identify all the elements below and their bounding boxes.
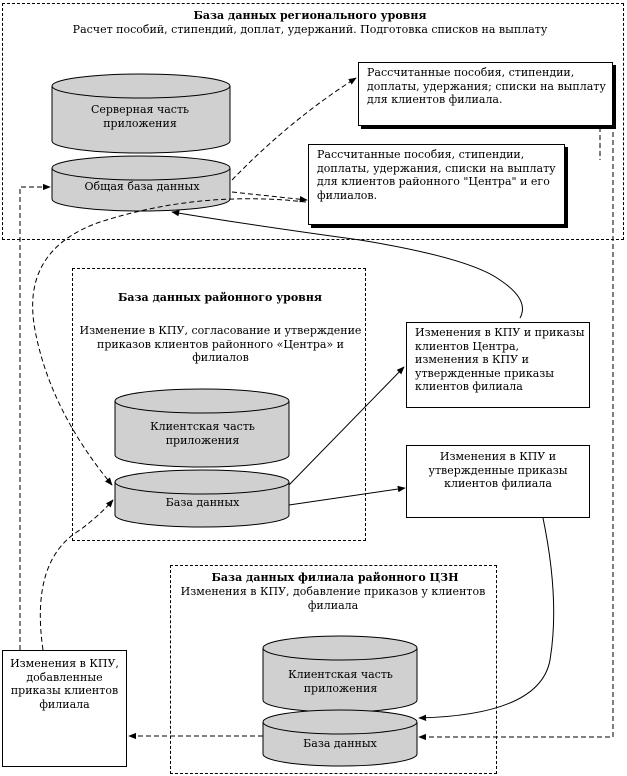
district-db-label: База данных: [165, 496, 240, 509]
filial-calc-note: Рассчитанные пособия, стипендии, доплаты…: [358, 62, 613, 126]
arrow-center-note-to-district-db: [32, 198, 307, 486]
filial-database-cylinder: [262, 709, 418, 767]
filial-subtitle: Изменения в КПУ, добавление приказов у к…: [180, 585, 486, 612]
filial-db-label: База данных: [303, 737, 377, 750]
district-title: База данных районного уровня: [117, 291, 323, 304]
regional-title: База данных регионального уровня: [193, 9, 427, 22]
arrow-bottom-note-to-district-db: [39, 499, 114, 651]
common-db-label: Общая база данных: [84, 180, 200, 193]
center-changes-note: Изменения в КПУ и приказы клиентов Центр…: [406, 322, 590, 408]
filial-client-label: Клиентская часть приложения: [288, 668, 393, 695]
server-part-cylinder: [51, 73, 231, 154]
district-client-cylinder: [114, 388, 290, 468]
arrow-center-changes-to-common-db: [171, 210, 523, 319]
arrow-to-center-calc-note: [231, 191, 308, 203]
filial-title: База данных филиала районного ЦЗН: [211, 571, 459, 584]
arrow-district-db-to-filial-changes: [288, 485, 406, 506]
arrow-to-filial-calc-note: [231, 77, 357, 181]
regional-subtitle: Расчет пособий, стипендий, доплат, удерж…: [72, 23, 548, 36]
arrow-district-db-to-center-changes: [288, 366, 405, 486]
district-database-cylinder: [114, 469, 290, 528]
arrow-left-to-common-db: [19, 183, 51, 650]
district-client-label: Клиентская часть приложения: [150, 420, 255, 447]
bottom-left-changes-note: Изменения в КПУ, добавленные приказы кли…: [2, 650, 127, 767]
district-subtitle: Изменение в КПУ, согласование и утвержде…: [79, 324, 362, 364]
district-level-box: [72, 268, 366, 541]
center-calc-note: Рассчитанные пособия, стипендии, доплаты…: [308, 144, 565, 225]
common-database-cylinder: [51, 155, 231, 212]
server-part-label: Серверная часть приложения: [90, 103, 190, 130]
arrow-filial-changes-to-filial-db: [418, 517, 555, 722]
filial-level-box: [170, 565, 497, 774]
filial-changes-note: Изменения в КПУ и утвержденные приказы к…: [406, 445, 590, 518]
arrow-right-to-filial-db: [418, 100, 614, 741]
regional-level-box: [2, 3, 624, 240]
